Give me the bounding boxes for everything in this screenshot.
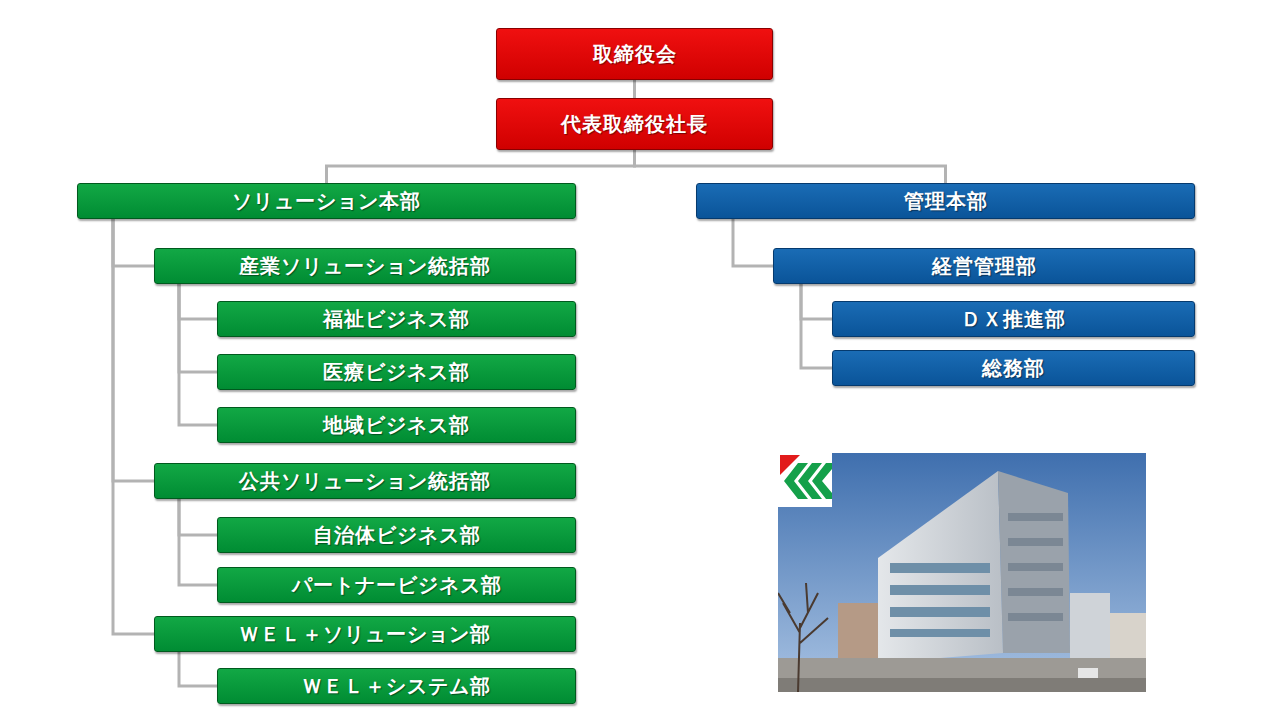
org-connector <box>113 219 154 266</box>
department-box: 経営管理部 <box>773 248 1195 284</box>
unit-name: ソリューション本部 <box>232 188 421 215</box>
unit-name: 代表取締役社長 <box>561 111 708 138</box>
division-box: 管理本部 <box>696 183 1195 219</box>
org-connector <box>179 284 217 319</box>
board-box: 取締役会 <box>496 28 773 80</box>
unit-name: ＷＥＬ＋ソリューション部 <box>239 621 491 648</box>
unit-name: 地域ビジネス部 <box>323 412 470 439</box>
section-box: 自治体ビジネス部 <box>217 517 576 553</box>
unit-name: 公共ソリューション統括部 <box>239 468 491 495</box>
unit-name: ＤＸ推進部 <box>961 306 1066 333</box>
org-connector <box>327 150 635 183</box>
building-photo <box>778 453 1146 692</box>
org-connector <box>113 219 154 634</box>
org-connector <box>801 284 832 368</box>
org-connector <box>179 652 217 686</box>
unit-name: 経営管理部 <box>932 253 1037 280</box>
org-connector <box>179 499 217 585</box>
unit-name: 産業ソリューション統括部 <box>239 253 491 280</box>
org-connector <box>633 80 636 98</box>
department-box: ＷＥＬ＋ソリューション部 <box>154 616 576 652</box>
unit-name: 取締役会 <box>593 41 677 68</box>
section-box: ＤＸ推進部 <box>832 301 1195 337</box>
org-connector <box>179 284 217 372</box>
unit-name: パートナービジネス部 <box>292 572 502 599</box>
org-connector <box>801 284 832 319</box>
section-box: 医療ビジネス部 <box>217 354 576 390</box>
unit-name: 医療ビジネス部 <box>323 359 470 386</box>
unit-name: 総務部 <box>982 355 1045 382</box>
section-box: 総務部 <box>832 350 1195 386</box>
org-connector <box>179 499 217 535</box>
org-connector <box>635 150 946 183</box>
division-box: ソリューション本部 <box>77 183 576 219</box>
unit-name: 自治体ビジネス部 <box>313 522 481 549</box>
department-box: 産業ソリューション統括部 <box>154 248 576 284</box>
unit-name: 管理本部 <box>904 188 988 215</box>
section-box: 福祉ビジネス部 <box>217 301 576 337</box>
section-box: ＷＥＬ＋システム部 <box>217 668 576 704</box>
president-box: 代表取締役社長 <box>496 98 773 150</box>
section-box: パートナービジネス部 <box>217 567 576 603</box>
section-box: 地域ビジネス部 <box>217 407 576 443</box>
org-connector <box>113 219 154 481</box>
org-connector <box>733 219 773 266</box>
unit-name: 福祉ビジネス部 <box>323 306 470 333</box>
org-connector <box>179 284 217 425</box>
department-box: 公共ソリューション統括部 <box>154 463 576 499</box>
unit-name: ＷＥＬ＋システム部 <box>302 673 491 700</box>
